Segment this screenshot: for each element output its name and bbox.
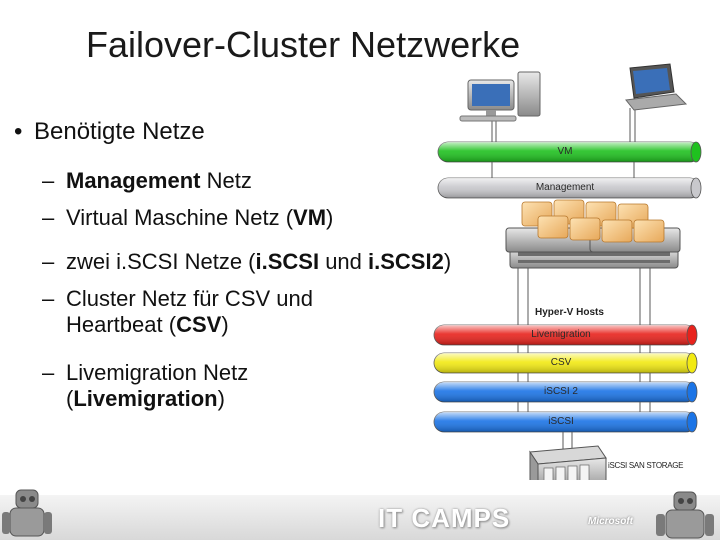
network-label-vm: VM <box>557 146 573 157</box>
sub-text: Livemigration Netz <box>66 360 248 385</box>
network-pipe-management <box>437 177 702 199</box>
text-run: Cluster Netz für CSV und <box>66 286 313 311</box>
bullet-main: • Benötigte Netze <box>14 118 205 146</box>
hyper-v-hosts-label: Hyper-V Hosts <box>535 307 604 318</box>
san-storage-icon <box>529 445 607 480</box>
network-label-iscsi2: iSCSI 2 <box>544 386 578 397</box>
sub-text: Cluster Netz für CSV und <box>66 286 313 311</box>
slide-title: Failover-Cluster Netzwerke <box>86 24 521 65</box>
footer-brand: IT CAMPS <box>378 503 511 533</box>
sub-text-continued: (Livemigration) <box>42 386 248 412</box>
network-label-csv: CSV <box>550 357 572 368</box>
network-pipe-iscsi <box>433 411 698 433</box>
san-storage-label: iSCSI SAN STORAGE <box>608 461 684 470</box>
sub-bullet-livemigration: –Livemigration Netz (Livemigration) <box>42 360 248 412</box>
bullet-dot-icon: • <box>14 118 23 145</box>
sub-bullet-iscsi: –zwei i.SCSI Netze (i.SCSI und i.SCSI2) <box>42 249 451 275</box>
sub-bullet-management: –Management Netz <box>42 168 252 194</box>
dash-icon: – <box>42 249 55 274</box>
network-label-livemigration: Livemigration <box>531 329 591 340</box>
footer-bar <box>0 495 720 540</box>
text-run: VM <box>293 205 327 230</box>
desktop-pc-icon <box>459 71 541 122</box>
dash-icon: – <box>42 205 55 230</box>
network-label-iscsi: iSCSI <box>548 416 574 427</box>
text-run: und <box>319 249 369 274</box>
text-run: Virtual Maschine Netz ( <box>66 205 294 230</box>
sub-text-continued: Heartbeat (CSV) <box>42 312 313 338</box>
diagram-graphic <box>433 63 702 480</box>
network-label-management: Management <box>535 182 595 193</box>
text-run: ( <box>66 386 74 411</box>
text-run: i.SCSI <box>255 249 320 274</box>
text-run: Heartbeat ( <box>66 312 177 337</box>
text-run: i.SCSI2 <box>368 249 444 274</box>
dash-icon: – <box>42 286 55 311</box>
sub-bullet-csv: –Cluster Netz für CSV und Heartbeat (CSV… <box>42 286 313 338</box>
network-pipe-livemigration <box>433 324 698 346</box>
sub-text: zwei i.SCSI Netze (i.SCSI und i.SCSI2) <box>66 249 451 274</box>
sub-text: Management Netz <box>66 168 252 193</box>
robot-left-icon <box>2 489 52 537</box>
text-run: Livemigration Netz <box>66 360 249 385</box>
sub-bullet-vm: –Virtual Maschine Netz (VM) <box>42 205 333 231</box>
network-pipe-iscsi2 <box>433 381 698 403</box>
text-run: Management <box>66 168 201 193</box>
text-run: ) <box>221 312 229 337</box>
dash-icon: – <box>42 168 55 193</box>
text-run: ) <box>443 249 452 274</box>
network-pipes <box>433 141 702 433</box>
hyper-v-hosts-icon <box>505 199 681 269</box>
text-run: zwei i.SCSI Netze ( <box>66 249 256 274</box>
text-run: ) <box>217 386 225 411</box>
network-pipe-vm <box>437 141 702 163</box>
robot-right-icon <box>656 491 714 539</box>
sub-text: Virtual Maschine Netz (VM) <box>66 205 333 230</box>
microsoft-logo: Microsoft <box>588 516 633 527</box>
dash-icon: – <box>42 360 55 385</box>
bullet-main-text: Benötigte Netze <box>34 118 205 145</box>
laptop-icon <box>625 63 688 111</box>
text-run: CSV <box>176 312 222 337</box>
text-run: ) <box>326 205 334 230</box>
text-run: Livemigration <box>73 386 218 411</box>
text-run: Netz <box>200 168 252 193</box>
network-pipe-csv <box>433 352 698 374</box>
